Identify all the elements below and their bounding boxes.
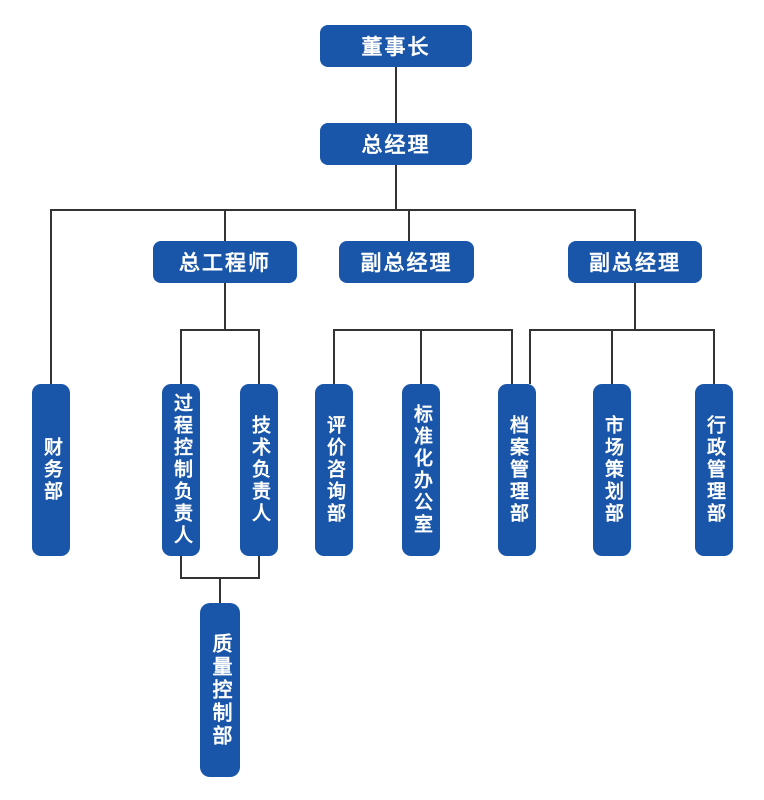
- org-node-label: 过程控制负责人: [171, 393, 192, 547]
- org-node-market-planning-dept: 市场策划部: [593, 384, 631, 556]
- org-node-label: 财务部: [41, 437, 62, 503]
- org-node-quality-control-dept: 质量控制部: [200, 603, 240, 777]
- org-node-label: 副总经理: [360, 252, 453, 275]
- org-node-archives-management-dept: 档案管理部: [498, 384, 536, 556]
- org-node-deputy-general-manager-2: 副总经理: [568, 241, 702, 283]
- org-node-label: 档案管理部: [507, 415, 528, 525]
- org-node-finance-dept: 财务部: [32, 384, 70, 556]
- org-node-standardization-office: 标准化办公室: [402, 384, 440, 556]
- org-node-evaluation-consulting-dept: 评价咨询部: [315, 384, 353, 556]
- org-node-label: 副总经理: [589, 252, 681, 275]
- org-node-label: 董事长: [361, 36, 431, 59]
- org-node-label: 质量控制部: [209, 632, 231, 748]
- org-node-deputy-general-manager-1: 副总经理: [339, 241, 474, 283]
- org-node-label: 技术负责人: [249, 415, 270, 525]
- org-node-label: 标准化办公室: [411, 404, 432, 536]
- org-node-label: 行政管理部: [704, 415, 725, 525]
- org-node-label: 总工程师: [179, 252, 271, 275]
- org-node-label: 总经理: [361, 134, 431, 157]
- org-node-general-manager: 总经理: [320, 123, 472, 165]
- org-node-technical-leader: 技术负责人: [240, 384, 278, 556]
- org-node-label: 评价咨询部: [324, 415, 345, 525]
- org-node-chief-engineer: 总工程师: [153, 241, 297, 283]
- org-node-process-control-leader: 过程控制负责人: [162, 384, 200, 556]
- org-node-chairman: 董事长: [320, 25, 472, 67]
- org-node-administration-dept: 行政管理部: [695, 384, 733, 556]
- org-node-label: 市场策划部: [602, 415, 623, 525]
